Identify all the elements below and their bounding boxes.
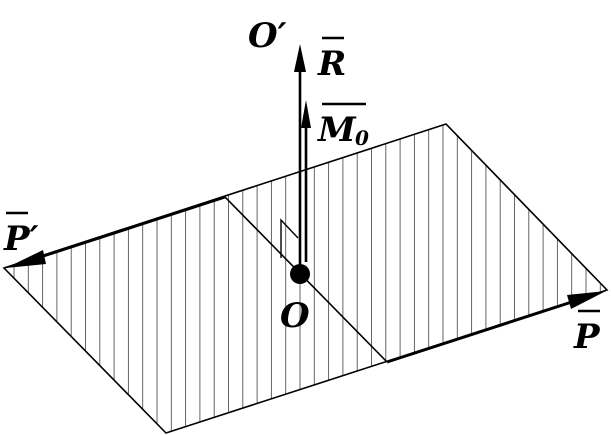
label-resultant: R	[317, 44, 346, 84]
force-p-line	[386, 298, 579, 364]
force-p-prime-line	[33, 195, 226, 261]
label-origin: O	[280, 296, 310, 336]
origin-point	[290, 264, 310, 284]
plane-outline	[2, 123, 609, 434]
resultant-r-arrowhead	[294, 44, 306, 72]
label-force-p-prime: P′	[3, 219, 39, 259]
right-angle-marker	[280, 218, 299, 258]
label-axis-top: O′	[248, 16, 287, 56]
label-moment-subscript: 0	[355, 126, 369, 150]
force-p-prime-arrowhead	[6, 250, 46, 268]
label-moment: M	[317, 110, 357, 150]
label-force-p: P	[573, 317, 601, 357]
force-p-arrowhead	[567, 291, 606, 309]
moment-m0-arrowhead	[301, 100, 311, 128]
